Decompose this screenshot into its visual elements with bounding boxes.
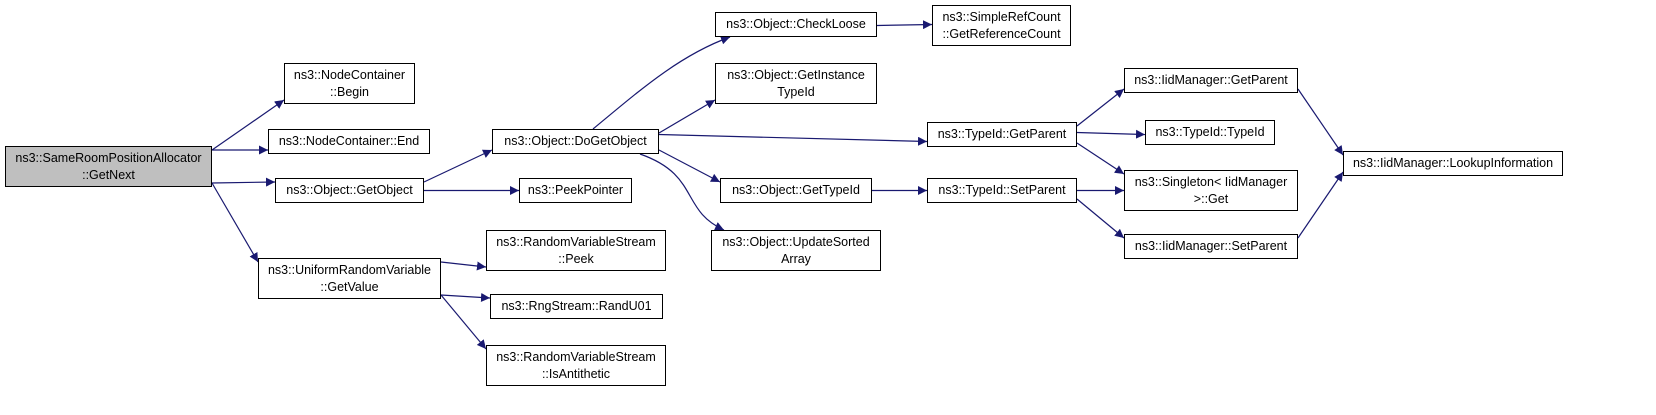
edge-iid-getparent-to-lookupinfo (1297, 88, 1344, 156)
edge-typeid-setparent-to-iid-setparent (1076, 198, 1125, 239)
node-randomvariablestream-isantithetic[interactable]: ns3::RandomVariableStream::IsAntithetic (486, 345, 666, 386)
node-simplerefcount-getreferencecount[interactable]: ns3::SimpleRefCount::GetReferenceCount (932, 5, 1071, 46)
node-label-line: ns3::RandomVariableStream (496, 349, 656, 364)
node-label-line: ns3::TypeId::TypeId (1155, 125, 1265, 139)
node-typeid-setparent[interactable]: ns3::TypeId::SetParent (927, 178, 1077, 203)
node-object-dogetobject[interactable]: ns3::Object::DoGetObject (492, 129, 659, 154)
edge-typeid-getparent-to-singleton-get (1076, 142, 1125, 175)
edge-dogetobject-to-updatesortedarray (639, 153, 725, 231)
node-label-line: ns3::Object::GetInstance (727, 67, 865, 82)
node-label-line: ns3::RngStream::RandU01 (501, 299, 652, 313)
node-iidmanager-getparent[interactable]: ns3::IidManager::GetParent (1124, 68, 1298, 93)
node-iidmanager-lookupinformation[interactable]: ns3::IidManager::LookupInformation (1343, 151, 1563, 176)
node-object-getobject[interactable]: ns3::Object::GetObject (275, 178, 424, 203)
node-label-line: ns3::SameRoomPositionAllocator (15, 150, 202, 165)
edge-urv-getvalue-to-isantithetic (440, 294, 487, 350)
node-typeid-getparent[interactable]: ns3::TypeId::GetParent (927, 122, 1077, 147)
node-label-line: TypeId (777, 84, 815, 99)
node-label-line: ns3::IidManager::SetParent (1134, 239, 1288, 253)
edge-getobject-to-dogetobject (423, 149, 493, 183)
edge-dogetobject-to-obj-gettypeid (658, 149, 721, 183)
node-singleton-iidmanager-get[interactable]: ns3::Singleton< IidManager>::Get (1124, 170, 1298, 211)
node-label-line: ns3::Object::UpdateSorted (722, 234, 870, 249)
node-label-line: ::GetReferenceCount (942, 26, 1061, 41)
edge-typeid-getparent-to-typeid-typeid (1076, 129, 1146, 139)
node-label-line: ns3::NodeContainer::End (278, 134, 420, 148)
node-label-line: ns3::TypeId::GetParent (937, 127, 1067, 141)
node-label-line: ns3::IidManager::GetParent (1134, 73, 1288, 87)
node-uniformrandomvariable-getvalue[interactable]: ns3::UniformRandomVariable::GetValue (258, 258, 441, 299)
node-label-line: ns3::TypeId::SetParent (938, 183, 1066, 197)
node-label-line: ns3::Object::CheckLoose (726, 17, 866, 31)
node-label-line: ::IsAntithetic (541, 366, 611, 381)
node-object-gettypeid[interactable]: ns3::Object::GetTypeId (720, 178, 872, 203)
node-nodecontainer-begin[interactable]: ns3::NodeContainer::Begin (284, 63, 415, 104)
node-label-line: ns3::Object::GetObject (286, 183, 413, 197)
node-label-line: ns3::UniformRandomVariable (267, 262, 432, 277)
edge-dogetobject-to-typeid-getparent (658, 133, 928, 146)
node-label-line: ns3::Object::DoGetObject (504, 134, 647, 148)
node-same-room-position-allocator-get-next: ns3::SameRoomPositionAllocator::GetNext (5, 146, 212, 187)
node-label-line: ns3::IidManager::LookupInformation (1352, 156, 1554, 170)
edge-iid-setparent-to-lookupinfo (1297, 171, 1344, 239)
node-label-line: ns3::NodeContainer (293, 67, 406, 82)
node-randomvariablestream-peek[interactable]: ns3::RandomVariableStream::Peek (486, 230, 666, 271)
edge-typeid-getparent-to-iid-getparent (1076, 88, 1125, 127)
node-peekpointer[interactable]: ns3::PeekPointer (519, 178, 632, 203)
node-label-line: ::GetNext (82, 167, 135, 182)
edge-root-to-getobject (211, 177, 276, 187)
node-label-line: ::GetValue (320, 279, 379, 294)
node-label-line: Array (781, 251, 811, 266)
node-label-line: ns3::Object::GetTypeId (732, 183, 860, 197)
node-label-line: ns3::Singleton< IidManager (1134, 174, 1288, 189)
node-rngstream-randu01[interactable]: ns3::RngStream::RandU01 (490, 294, 663, 319)
edge-checkloose-to-getrefcount (876, 20, 933, 30)
node-label-line: ns3::PeekPointer (527, 183, 624, 197)
node-label-line: ::Begin (330, 84, 369, 99)
node-label-line: ns3::RandomVariableStream (496, 234, 656, 249)
node-iidmanager-setparent[interactable]: ns3::IidManager::SetParent (1124, 234, 1298, 259)
node-nodecontainer-end[interactable]: ns3::NodeContainer::End (268, 129, 430, 154)
node-label-line: ns3::SimpleRefCount (942, 9, 1061, 24)
node-label-line: >::Get (1193, 191, 1229, 206)
edge-urv-getvalue-to-randu01 (440, 292, 491, 302)
edge-dogetobject-to-getinstancetypeid (658, 99, 716, 134)
edge-root-to-urv-getvalue (211, 182, 259, 263)
node-typeid-typeid[interactable]: ns3::TypeId::TypeId (1145, 120, 1275, 145)
edge-dogetobject-to-checkloose (592, 35, 731, 130)
edge-root-to-nc-begin (211, 99, 285, 151)
node-object-checkloose[interactable]: ns3::Object::CheckLoose (715, 12, 877, 37)
edge-urv-getvalue-to-rvs-peek (440, 261, 487, 271)
node-label-line: ::Peek (558, 251, 594, 266)
